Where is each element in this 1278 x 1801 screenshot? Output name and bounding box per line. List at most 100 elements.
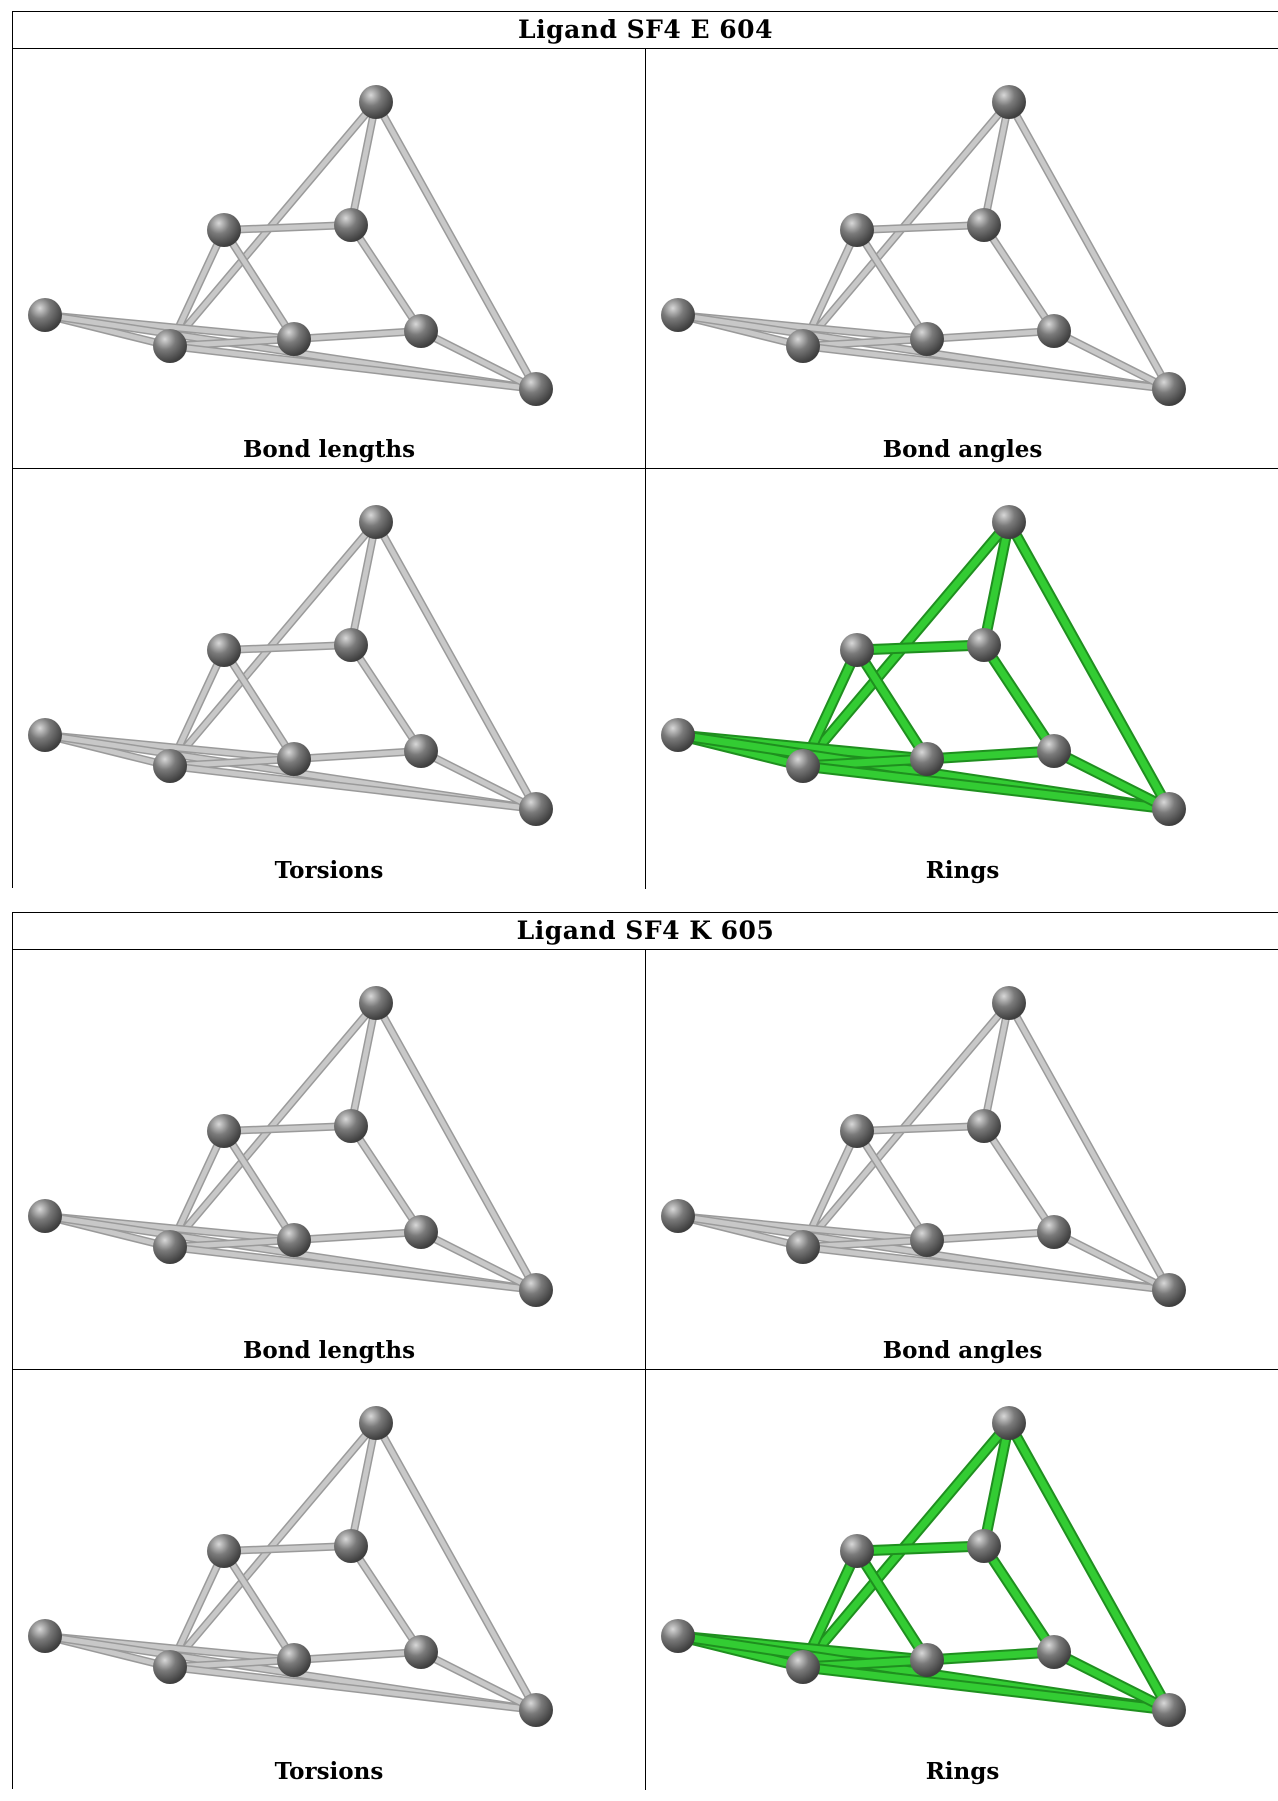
atom-sphere xyxy=(519,1273,553,1307)
bond xyxy=(220,1127,298,1244)
atom-sphere xyxy=(334,1529,368,1563)
molecule-view xyxy=(28,85,553,406)
bond xyxy=(980,221,1058,335)
bond xyxy=(799,342,1173,393)
atom-sphere xyxy=(1037,1635,1071,1669)
bond xyxy=(220,1122,355,1135)
atom-sphere xyxy=(359,986,393,1020)
bond xyxy=(347,221,425,335)
bond xyxy=(417,1648,540,1714)
bond xyxy=(347,98,380,229)
bond xyxy=(978,516,1015,651)
panel-bond-lengths: Bond lengths xyxy=(13,950,646,1370)
atom-sphere xyxy=(786,1650,820,1684)
atom-sphere xyxy=(153,1230,187,1264)
panel-bond-lengths: Bond lengths xyxy=(13,49,646,469)
molecule-view xyxy=(661,1406,1186,1727)
bond xyxy=(220,646,298,763)
atom-sphere xyxy=(153,1650,187,1684)
panel-label: Rings xyxy=(925,857,1000,884)
atom-sphere xyxy=(967,208,1001,242)
molecule-view xyxy=(661,505,1186,826)
bond xyxy=(853,221,988,234)
bond xyxy=(1003,516,1175,815)
atom-sphere xyxy=(28,1199,62,1233)
atom-sphere xyxy=(840,633,874,667)
atom-sphere xyxy=(207,633,241,667)
atom-sphere xyxy=(661,1619,695,1653)
atom-sphere xyxy=(910,1223,944,1257)
molecule-view xyxy=(661,986,1186,1307)
bond xyxy=(799,1243,1173,1294)
bond xyxy=(347,518,380,649)
atom-sphere xyxy=(967,1529,1001,1563)
bond xyxy=(166,1243,540,1294)
atom-sphere xyxy=(519,1693,553,1727)
atom-sphere xyxy=(334,628,368,662)
bond xyxy=(921,1646,1060,1666)
panel-bond-angles: Bond angles xyxy=(646,950,1278,1370)
bond xyxy=(166,98,380,350)
atom-sphere xyxy=(661,298,695,332)
bond xyxy=(978,1417,1015,1552)
bond xyxy=(290,1648,425,1664)
atom-sphere xyxy=(1037,734,1071,768)
panel-label: Torsions xyxy=(274,1758,384,1785)
atom-sphere xyxy=(404,1215,438,1249)
bond xyxy=(220,641,355,654)
bond xyxy=(166,762,540,813)
atom-sphere xyxy=(277,742,311,776)
molecule-view xyxy=(28,1406,553,1727)
bond xyxy=(372,1419,540,1714)
atom-sphere xyxy=(840,1114,874,1148)
atom-sphere xyxy=(334,208,368,242)
bond xyxy=(1005,999,1173,1294)
bond xyxy=(1050,327,1173,393)
atom-sphere xyxy=(404,1635,438,1669)
bond xyxy=(220,1547,298,1664)
atom-sphere xyxy=(910,742,944,776)
bond xyxy=(1003,1417,1175,1716)
bond xyxy=(921,745,1060,765)
atom-sphere xyxy=(992,986,1026,1020)
atom-sphere xyxy=(277,1643,311,1677)
atom-sphere xyxy=(910,1643,944,1677)
bond xyxy=(220,221,355,234)
bond xyxy=(1050,1228,1173,1294)
bond xyxy=(372,999,540,1294)
atom-sphere xyxy=(967,628,1001,662)
bond xyxy=(978,639,1060,757)
atom-sphere xyxy=(992,85,1026,119)
atom-sphere xyxy=(1037,314,1071,348)
atom-sphere xyxy=(359,85,393,119)
atom-sphere xyxy=(153,749,187,783)
atom-sphere xyxy=(1152,372,1186,406)
bond xyxy=(853,226,931,343)
panel-torsions: Torsions xyxy=(13,469,646,889)
atom-sphere xyxy=(1152,1693,1186,1727)
ligand-block-1: Ligand SF4 E 604 Bond lengths Bond angle… xyxy=(12,11,1278,889)
panel-label: Bond angles xyxy=(882,436,1043,463)
bond xyxy=(797,1661,1175,1716)
bond xyxy=(1048,745,1175,815)
bond xyxy=(923,327,1058,343)
atom-sphere xyxy=(277,1223,311,1257)
bond xyxy=(797,760,1175,815)
molecule-view xyxy=(28,986,553,1307)
bond xyxy=(417,1228,540,1294)
bond xyxy=(347,999,380,1130)
bond xyxy=(372,518,540,813)
bond xyxy=(980,1122,1058,1236)
atom-sphere xyxy=(404,314,438,348)
bond xyxy=(417,747,540,813)
bond xyxy=(853,1127,931,1244)
atom-sphere xyxy=(519,372,553,406)
atom-sphere xyxy=(1152,1273,1186,1307)
atom-sphere xyxy=(153,329,187,363)
bond xyxy=(799,98,1013,350)
panel-label: Bond angles xyxy=(882,1337,1043,1364)
bond xyxy=(347,1122,425,1236)
atom-sphere xyxy=(967,1109,1001,1143)
panel-rings: Rings xyxy=(646,469,1278,889)
bond xyxy=(851,644,933,765)
